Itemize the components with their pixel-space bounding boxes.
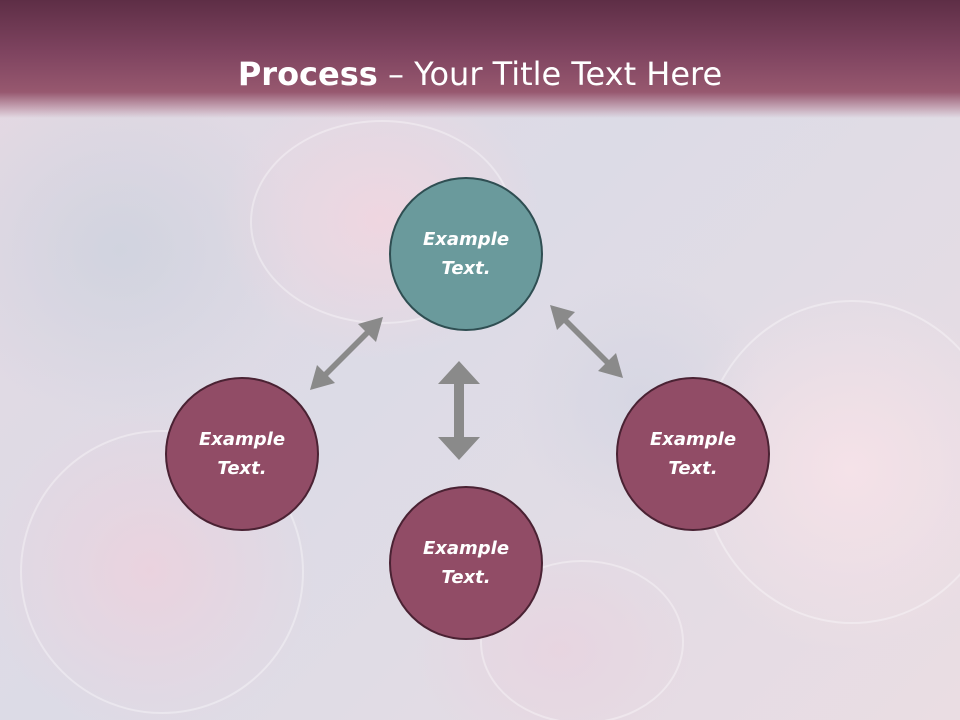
node-label-line1: Example <box>422 229 510 250</box>
process-node-top: Example Text. <box>389 177 543 331</box>
rose-petal-shape <box>480 560 684 720</box>
process-node-right: Example Text. <box>616 377 770 531</box>
node-label-line1: Example <box>649 429 737 450</box>
node-label-line2: Text. <box>441 567 491 588</box>
title-bar <box>0 0 960 118</box>
title-separator: – <box>377 55 415 93</box>
node-label: Example Text. <box>633 425 753 483</box>
process-node-bottom: Example Text. <box>389 486 543 640</box>
process-node-left: Example Text. <box>165 377 319 531</box>
rose-petal-shape <box>20 430 304 714</box>
node-label-line2: Text. <box>441 258 491 279</box>
double-arrow-top-left <box>310 317 383 390</box>
title-bold: Process <box>237 55 378 93</box>
node-label: Example Text. <box>406 534 526 592</box>
node-label: Example Text. <box>406 225 526 283</box>
node-label: Example Text. <box>182 425 302 483</box>
node-label-line2: Text. <box>217 458 267 479</box>
double-arrow-top-right <box>550 305 623 378</box>
node-label-line2: Text. <box>668 458 718 479</box>
node-label-line1: Example <box>198 429 286 450</box>
title-rest: Your Title Text Here <box>414 55 723 93</box>
node-label-line1: Example <box>422 538 510 559</box>
double-arrow-vertical <box>438 361 480 460</box>
slide-title: Process – Your Title Text Here <box>0 54 960 94</box>
